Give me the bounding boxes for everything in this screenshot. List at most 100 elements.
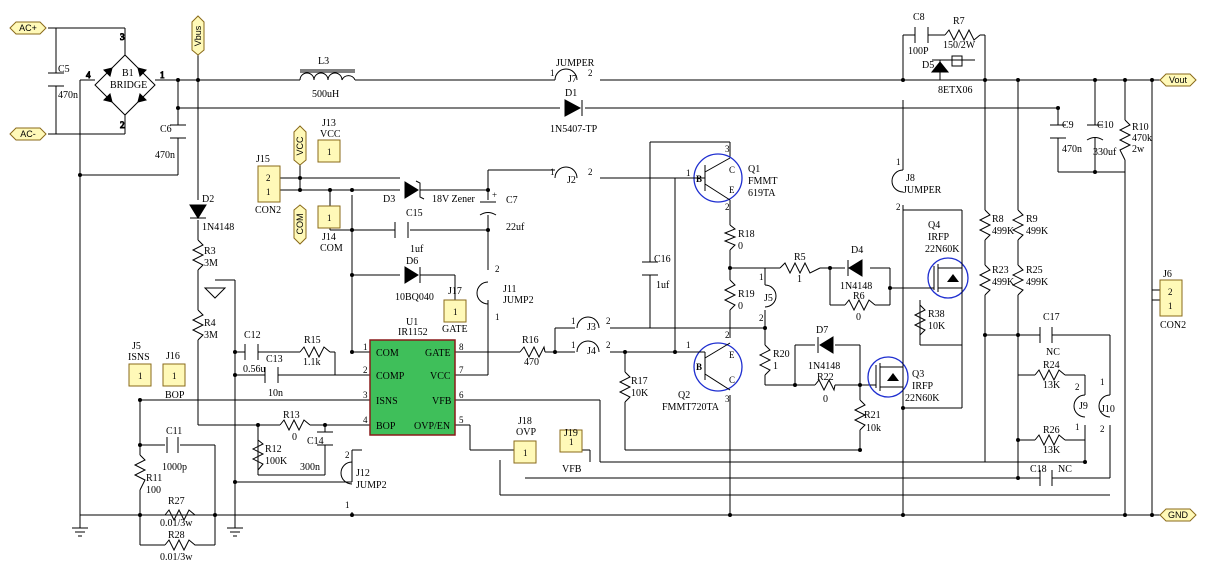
- r6-ref: R6: [853, 291, 865, 302]
- capacitor-c6: [170, 124, 186, 139]
- d7-value: 1N4148: [808, 361, 840, 372]
- ic-u1: [369, 339, 456, 436]
- net-gnd: GND: [1159, 508, 1197, 522]
- diode-d6: [404, 266, 421, 284]
- svg-text:1: 1: [453, 307, 458, 317]
- net-vcc: VCC: [293, 125, 307, 166]
- q3-value: IRFP: [912, 381, 934, 392]
- capacitor-c14: [317, 431, 333, 446]
- q1-value2: 619TA: [748, 188, 776, 199]
- r26-ref: R26: [1043, 425, 1060, 436]
- r27-value: 0.01/3w: [160, 518, 193, 529]
- capacitor-c12: [244, 344, 259, 360]
- r12-ref: R12: [265, 444, 282, 455]
- j5b-ref: J5: [764, 293, 773, 304]
- j8-ref: J8: [906, 173, 915, 184]
- d4-value: 1N4148: [840, 281, 872, 292]
- d2-value: 1N4148: [202, 222, 234, 233]
- l3-value: 500uH: [312, 89, 339, 100]
- svg-text:1: 1: [759, 272, 764, 282]
- net-ac-plus: AC+: [9, 21, 47, 35]
- c18-value: NC: [1058, 464, 1072, 475]
- c5-ref: C5: [58, 64, 70, 75]
- r23-ref: R23: [992, 265, 1009, 276]
- j15-value: CON2: [255, 205, 281, 216]
- j19-value: VFB: [562, 464, 582, 475]
- r6-value: 0: [856, 312, 861, 323]
- testpoint-j16-bop[interactable]: [162, 363, 186, 387]
- svg-text:2: 2: [495, 264, 500, 274]
- svg-text:2: 2: [345, 450, 350, 460]
- r28-value: 0.01/3w: [160, 552, 193, 563]
- resistor-r19: [723, 279, 737, 311]
- resistor-r22: [814, 378, 836, 392]
- testpoint-j13[interactable]: [317, 139, 341, 163]
- resistor-r38: [913, 304, 927, 336]
- b1-value: BRIDGE: [110, 80, 147, 91]
- j16-value: BOP: [165, 390, 185, 401]
- svg-text:2: 2: [1168, 287, 1173, 297]
- svg-text:B: B: [696, 174, 702, 184]
- svg-text:AC-: AC-: [20, 129, 36, 139]
- testpoint-j14[interactable]: [317, 205, 341, 229]
- jumper-j8: 12: [891, 157, 904, 212]
- d1-ref: D1: [565, 88, 577, 99]
- testpoint-j19-vfb[interactable]: [559, 429, 583, 453]
- r10-value: 470k: [1132, 133, 1152, 144]
- svg-text:1: 1: [138, 371, 143, 381]
- svg-text:Vbus: Vbus: [193, 25, 203, 46]
- c14-value: 300n: [300, 462, 320, 473]
- svg-text:4: 4: [86, 70, 91, 80]
- d3-ref: D3: [383, 194, 395, 205]
- capacitor-c10: [1086, 124, 1104, 141]
- j10-ref: J10: [1101, 404, 1115, 415]
- c17-value: NC: [1046, 347, 1060, 358]
- j13-value: VCC: [320, 129, 341, 140]
- svg-text:3: 3: [120, 32, 125, 42]
- svg-text:Vout: Vout: [1169, 75, 1188, 85]
- r13-ref: R13: [283, 410, 300, 421]
- testpoint-j5-isns[interactable]: [128, 363, 152, 387]
- j17-ref: J17: [448, 286, 462, 297]
- capacitor-c15: [394, 222, 409, 238]
- c10-ref: C10: [1097, 120, 1114, 131]
- r16-value: 470: [524, 357, 539, 368]
- u1-ref: U1: [406, 317, 418, 328]
- u1-pin-vcc: VCC: [430, 371, 451, 382]
- mosfet-q3: [867, 356, 909, 398]
- r28-ref: R28: [168, 530, 185, 541]
- connector-j15[interactable]: [257, 165, 281, 203]
- net-vbus: Vbus: [191, 15, 205, 56]
- u1-pin-ovp: OVP/EN: [414, 421, 450, 432]
- capacitor-c7: +: [479, 190, 497, 216]
- testpoint-j18-ovp[interactable]: [513, 440, 537, 464]
- resistor-r13: [279, 418, 311, 432]
- testpoint-j17[interactable]: [443, 299, 467, 323]
- c14-ref: C14: [307, 436, 324, 447]
- svg-text:3: 3: [725, 144, 730, 154]
- resistor-r3: [191, 239, 205, 271]
- svg-text:1: 1: [1100, 377, 1105, 387]
- j14-value: COM: [320, 243, 343, 254]
- d6-ref: D6: [406, 256, 418, 267]
- j7-ref: J7: [568, 74, 577, 85]
- svg-text:C: C: [729, 375, 735, 385]
- q4-value: IRFP: [928, 232, 950, 243]
- r13-value: 0: [292, 432, 297, 443]
- connector-j6[interactable]: [1159, 279, 1183, 317]
- j5-ref: J5: [132, 341, 141, 352]
- r9-value: 499K: [1026, 226, 1049, 237]
- svg-text:2: 2: [266, 173, 271, 183]
- r4-ref: R4: [204, 318, 216, 329]
- svg-text:GND: GND: [1168, 510, 1189, 520]
- svg-text:1: 1: [569, 437, 574, 447]
- r8-value: 499K: [992, 226, 1015, 237]
- jumper-j10: 12: [1098, 377, 1111, 434]
- r38-ref: R38: [928, 309, 945, 320]
- j7-value: JUMPER: [556, 58, 595, 69]
- j18-ref: J18: [518, 416, 532, 427]
